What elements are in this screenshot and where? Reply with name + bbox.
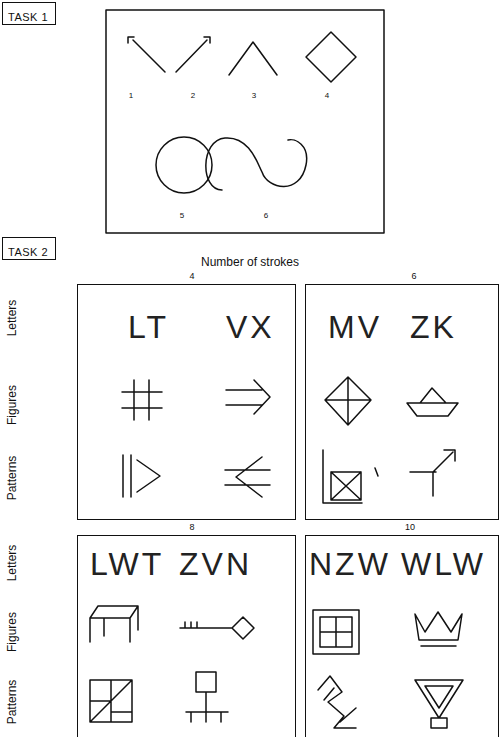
key-figure [180,617,254,639]
stroke-shape [306,32,356,82]
letter-string: ZVN [179,548,252,580]
stroke-count: 4 [189,272,194,281]
callout-number: 3 [252,92,256,100]
table-figure [90,606,138,642]
row-label: Figures [6,385,18,425]
task-title: TASK 1 [8,11,48,23]
task-frame [106,10,384,233]
pattern [410,450,455,496]
stroke-panel: 10NZWWLW [305,535,499,737]
arrow-figure [226,380,270,414]
row-label: Patterns [6,680,18,725]
stroke-shape [156,137,212,193]
letter-string: LWT [90,548,164,580]
callout-number: 4 [325,92,329,100]
letter-string: NZW [309,548,391,580]
pattern [415,680,463,728]
letter-string: MV [328,311,382,343]
crown-figure [415,612,462,646]
letter-string: ZK [410,311,457,343]
stroke-panel: 6MVZK [305,284,499,520]
task-title: TASK 2 [8,246,48,258]
pattern [186,672,228,722]
row-label: Letters [6,300,18,337]
stroke-count: 6 [411,272,416,281]
stroke-count: 10 [405,523,415,532]
hash-figure [122,380,162,420]
row-label: Letters [6,545,18,582]
callout-number: 1 [129,92,133,100]
callout-number: 5 [180,212,184,220]
boat-figure [407,388,458,416]
letter-string: WLW [401,548,486,580]
pattern [318,676,356,728]
task-label: TASK 2 [2,237,56,260]
pattern [375,468,378,476]
pattern [123,455,160,497]
callout-number: 2 [191,92,195,100]
callout-number: 6 [264,212,268,220]
axis-title: Number of strokes [201,256,299,268]
pattern [225,457,270,497]
letter-string: VX [226,311,275,343]
stroke-shape [206,138,307,190]
stroke-panel: 4LTVX [77,284,296,520]
letter-string: LT [128,311,169,343]
row-label: Figures [6,612,18,652]
pattern [323,450,362,503]
kite-figure [325,377,371,425]
stroke-count: 8 [189,523,194,532]
row-label: Patterns [6,456,18,501]
pattern [90,680,132,722]
task-label: TASK 1 [2,2,56,25]
stroke-shape [128,37,165,72]
stroke-shape [176,37,210,72]
stroke-panel: 8LWTZVN [77,535,296,737]
stroke-shape [229,42,277,75]
window-figure [313,610,359,654]
